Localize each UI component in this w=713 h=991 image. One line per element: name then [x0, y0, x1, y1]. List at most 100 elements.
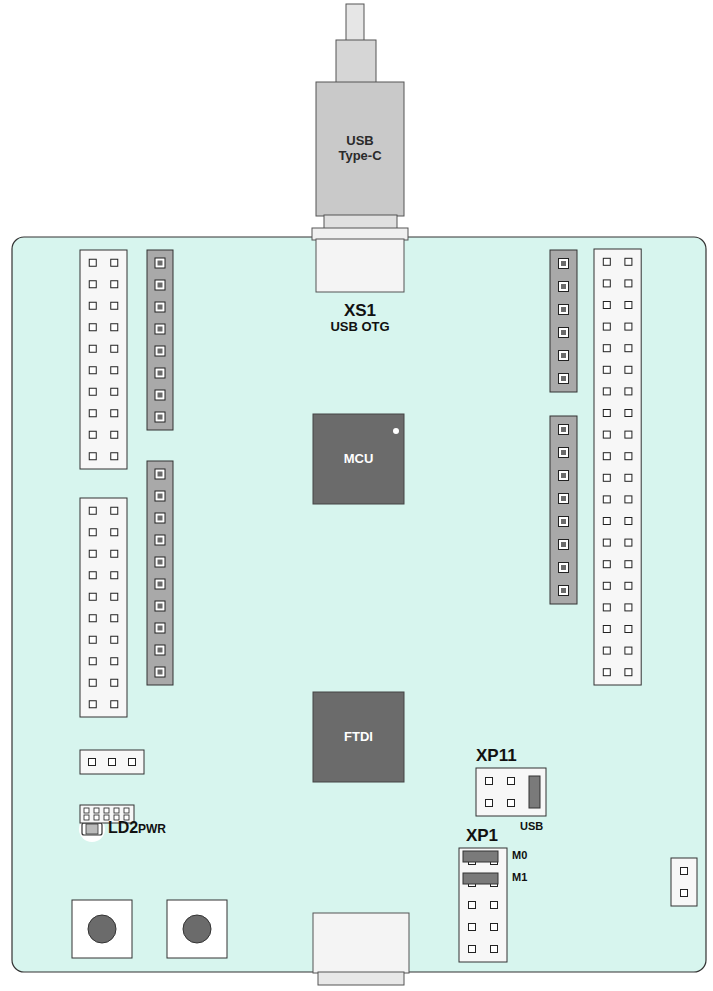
pin: [111, 302, 118, 309]
pin: [111, 701, 118, 708]
pin: [84, 808, 89, 813]
pin: [625, 410, 632, 417]
pin: [111, 345, 118, 352]
pin-core: [158, 415, 163, 420]
pin: [603, 323, 610, 330]
pin: [111, 507, 118, 514]
pin: [84, 815, 89, 820]
pin: [89, 507, 96, 514]
pin: [603, 431, 610, 438]
part-label: M0: [512, 849, 527, 861]
pin: [603, 474, 610, 481]
pin: [559, 540, 569, 550]
pin: [111, 679, 118, 686]
component-label: XS1: [344, 301, 376, 321]
pin: [559, 517, 569, 527]
component-node: XP11USB: [470, 744, 564, 840]
pin: [89, 679, 96, 686]
pin-header: [459, 848, 507, 962]
pin: [114, 808, 119, 813]
pin: [111, 658, 118, 665]
pin: [155, 557, 165, 567]
usb-connector: [316, 239, 404, 292]
pin: [89, 345, 96, 352]
pin-core: [158, 261, 163, 266]
pin: [625, 323, 632, 330]
pin: [681, 890, 688, 897]
pin-core: [561, 376, 566, 381]
pin: [89, 572, 96, 579]
pin: [111, 572, 118, 579]
cable: [346, 4, 364, 41]
pin-core: [158, 472, 163, 477]
pin: [491, 902, 498, 909]
pin-core: [158, 626, 163, 631]
pin-header: [147, 461, 173, 685]
ftdi-chip: [313, 692, 404, 782]
pin-core: [158, 371, 163, 376]
pin: [155, 324, 165, 334]
pin: [603, 302, 610, 309]
pin: [111, 593, 118, 600]
pin: [559, 425, 569, 435]
pin: [129, 759, 136, 766]
pin: [559, 282, 569, 292]
pin-core: [158, 283, 163, 288]
pin: [681, 868, 688, 875]
pin-core: [561, 496, 566, 501]
pin: [559, 374, 569, 384]
pin: [603, 496, 610, 503]
pin: [625, 366, 632, 373]
pin: [94, 815, 99, 820]
pin: [625, 647, 632, 654]
pin: [155, 412, 165, 422]
button: [167, 900, 227, 958]
part-label: PWR: [138, 823, 166, 836]
pin: [559, 259, 569, 269]
pin-header: [550, 416, 577, 604]
pin: [155, 280, 165, 290]
pin-headers: [80, 249, 697, 962]
part-label: M1: [512, 871, 527, 883]
pin-header: [147, 250, 173, 430]
pin-core: [158, 305, 163, 310]
pin-header: [80, 750, 144, 774]
pin: [111, 281, 118, 288]
pin: [559, 351, 569, 361]
component-node: FTDI: [313, 692, 404, 782]
pin: [603, 453, 610, 460]
pin: [603, 345, 610, 352]
pin: [111, 259, 118, 266]
pin-core: [158, 538, 163, 543]
pin: [603, 280, 610, 287]
pin-header: [671, 858, 697, 906]
pin: [603, 388, 610, 395]
pin: [491, 924, 498, 931]
pin: [155, 469, 165, 479]
button: [72, 900, 132, 958]
pin: [111, 550, 118, 557]
pin-core: [158, 560, 163, 565]
usb-connector-lip: [312, 228, 408, 240]
pin: [603, 539, 610, 546]
pin: [89, 759, 96, 766]
component-label: MCU: [344, 452, 374, 467]
pin: [89, 636, 96, 643]
pin: [559, 494, 569, 504]
component-label: USB Type-C: [335, 134, 385, 164]
pin: [89, 529, 96, 536]
pin: [111, 453, 118, 460]
pin: [469, 902, 476, 909]
pin: [89, 593, 96, 600]
led: [82, 823, 102, 835]
pin: [625, 539, 632, 546]
pin: [491, 946, 498, 953]
pin: [603, 582, 610, 589]
pin: [89, 259, 96, 266]
pin: [559, 328, 569, 338]
pin: [89, 431, 96, 438]
pin: [559, 586, 569, 596]
pin: [155, 258, 165, 268]
pin: [486, 778, 493, 785]
pin: [89, 701, 96, 708]
